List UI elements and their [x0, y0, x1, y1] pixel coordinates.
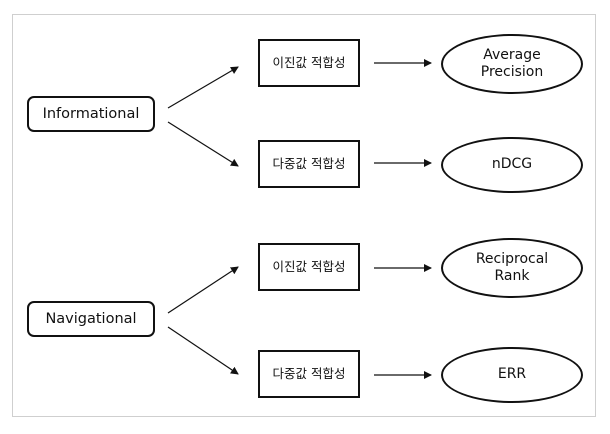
diagram-frame [12, 14, 596, 417]
arrow-navigational-to-binary [167, 266, 239, 314]
arrow-informational-to-binary [167, 66, 239, 109]
metric-average-precision: Average Precision [441, 34, 583, 94]
judgment-graded-1: 다중값 적합성 [258, 140, 360, 188]
judgment-graded-2: 다중값 적합성 [258, 350, 360, 398]
metric-err-label: ERR [497, 366, 527, 383]
arrow-navigational-to-graded [167, 326, 239, 375]
metric-average-precision-line2: Precision [480, 64, 544, 80]
judgment-binary-2: 이진값 적합성 [258, 243, 360, 291]
arrow-informational-to-graded [167, 121, 239, 167]
metric-ndcg: nDCG [441, 137, 583, 193]
metric-reciprocal-rank-line1: Reciprocal [475, 250, 549, 267]
judgment-graded-1-label: 다중값 적합성 [272, 156, 346, 172]
metric-err: ERR [441, 347, 583, 403]
query-navigational-label: Navigational [45, 310, 137, 327]
query-informational: Informational [27, 96, 155, 132]
query-informational-label: Informational [42, 105, 140, 122]
judgment-graded-2-label: 다중값 적합성 [272, 366, 346, 382]
metric-reciprocal-rank-line2: Rank [494, 268, 530, 284]
metric-average-precision-line1: Average [483, 46, 541, 63]
query-navigational: Navigational [27, 301, 155, 337]
judgment-binary-1-label: 이진값 적합성 [272, 55, 346, 71]
metric-reciprocal-rank: Reciprocal Rank [441, 238, 583, 298]
metric-ndcg-label: nDCG [491, 156, 533, 173]
judgment-binary-1: 이진값 적합성 [258, 39, 360, 87]
judgment-binary-2-label: 이진값 적합성 [272, 259, 346, 275]
